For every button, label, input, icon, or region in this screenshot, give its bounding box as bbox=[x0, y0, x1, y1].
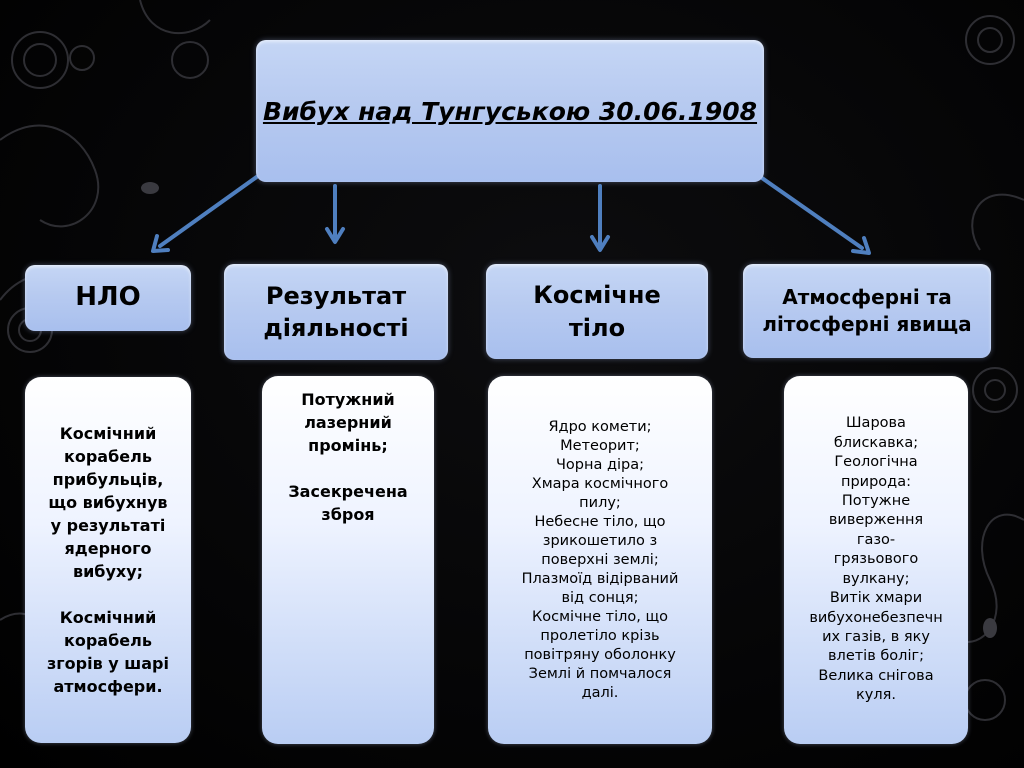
category-label-atmospheric: Атмосферні та літосферні явища bbox=[743, 284, 991, 338]
detail-line: повітряну оболонку bbox=[522, 646, 679, 665]
detail-line: Землі й помчалося bbox=[522, 665, 679, 684]
detail-line: Космічний bbox=[47, 606, 169, 629]
detail-line: згорів у шарі bbox=[47, 652, 169, 675]
detail-list-atmospheric: Шарова блискавка; Геологічна природа: По… bbox=[809, 414, 942, 705]
detail-line: корабель bbox=[47, 629, 169, 652]
category-label-ufo: НЛО bbox=[75, 280, 140, 315]
category-box-ufo: НЛО bbox=[25, 265, 191, 331]
detail-line: виверження bbox=[809, 511, 942, 530]
detail-card-ufo: Космічний корабель прибульців, що вибухн… bbox=[25, 377, 191, 743]
detail-line: від сонця; bbox=[522, 589, 679, 608]
detail-line: Метеорит; bbox=[522, 437, 679, 456]
detail-line: поверхні землі; bbox=[522, 551, 679, 570]
detail-card-atmospheric: Шарова блискавка; Геологічна природа: По… bbox=[784, 376, 968, 744]
detail-line: Космічний bbox=[47, 422, 169, 445]
category-box-result: Результат діяльності bbox=[224, 264, 448, 360]
detail-line: далі. bbox=[522, 684, 679, 703]
detail-line: Космічне тіло, що bbox=[522, 608, 679, 627]
detail-line: Потужне bbox=[809, 492, 942, 511]
detail-line: природа: bbox=[809, 473, 942, 492]
detail-line: промінь; bbox=[288, 434, 407, 457]
detail-line: вулкану; bbox=[809, 570, 942, 589]
detail-line: Витік хмари bbox=[809, 589, 942, 608]
category-label-cosmic: Космічне тіло bbox=[486, 279, 708, 344]
category-box-atmospheric: Атмосферні та літосферні явища bbox=[743, 264, 991, 358]
detail-line: Велика снігова bbox=[809, 667, 942, 686]
detail-line: Потужний bbox=[288, 388, 407, 411]
detail-line: Засекречена bbox=[288, 480, 407, 503]
detail-line: що вибухнув bbox=[47, 491, 169, 514]
detail-line: прибульців, bbox=[47, 468, 169, 491]
detail-list-result: Потужний лазерний промінь; Засекречена з… bbox=[288, 388, 407, 526]
detail-line: Шарова bbox=[809, 414, 942, 433]
detail-line: Хмара космічного bbox=[522, 475, 679, 494]
detail-line: вибухонебезпечн bbox=[809, 609, 942, 628]
detail-line: куля. bbox=[809, 686, 942, 705]
detail-line: влетів боліг; bbox=[809, 647, 942, 666]
detail-card-result: Потужний лазерний промінь; Засекречена з… bbox=[262, 376, 434, 744]
detail-list-ufo: Космічний корабель прибульців, що вибухн… bbox=[47, 422, 169, 698]
category-label-result: Результат діяльності bbox=[224, 280, 448, 345]
detail-line: корабель bbox=[47, 445, 169, 468]
detail-line: зброя bbox=[288, 503, 407, 526]
arrow-to-atmospheric bbox=[762, 178, 862, 248]
detail-card-cosmic: Ядро комети; Метеорит; Чорна діра; Хмара… bbox=[488, 376, 712, 744]
detail-line: Плазмоїд відірваний bbox=[522, 570, 679, 589]
detail-gap bbox=[288, 457, 407, 480]
detail-line: вибуху; bbox=[47, 560, 169, 583]
diagram-title: Вибух над Тунгуською 30.06.1908 bbox=[263, 97, 757, 126]
detail-line: у результаті bbox=[47, 514, 169, 537]
category-box-cosmic: Космічне тіло bbox=[486, 264, 708, 359]
arrow-to-ufo bbox=[160, 176, 258, 246]
detail-line: Чорна діра; bbox=[522, 456, 679, 475]
detail-line: зрикошетило з bbox=[522, 532, 679, 551]
detail-list-cosmic: Ядро комети; Метеорит; Чорна діра; Хмара… bbox=[522, 418, 679, 703]
detail-line: грязьового bbox=[809, 550, 942, 569]
detail-line: лазерний bbox=[288, 411, 407, 434]
detail-line: газо- bbox=[809, 531, 942, 550]
detail-line: пролетіло крізь bbox=[522, 627, 679, 646]
detail-line: Ядро комети; bbox=[522, 418, 679, 437]
detail-line: их газів, в яку bbox=[809, 628, 942, 647]
detail-line: атмосфери. bbox=[47, 675, 169, 698]
title-box: Вибух над Тунгуською 30.06.1908 bbox=[256, 40, 764, 182]
detail-line: блискавка; bbox=[809, 434, 942, 453]
detail-gap bbox=[47, 583, 169, 606]
detail-line: ядерного bbox=[47, 537, 169, 560]
detail-line: пилу; bbox=[522, 494, 679, 513]
detail-line: Геологічна bbox=[809, 453, 942, 472]
detail-line: Небесне тіло, що bbox=[522, 513, 679, 532]
